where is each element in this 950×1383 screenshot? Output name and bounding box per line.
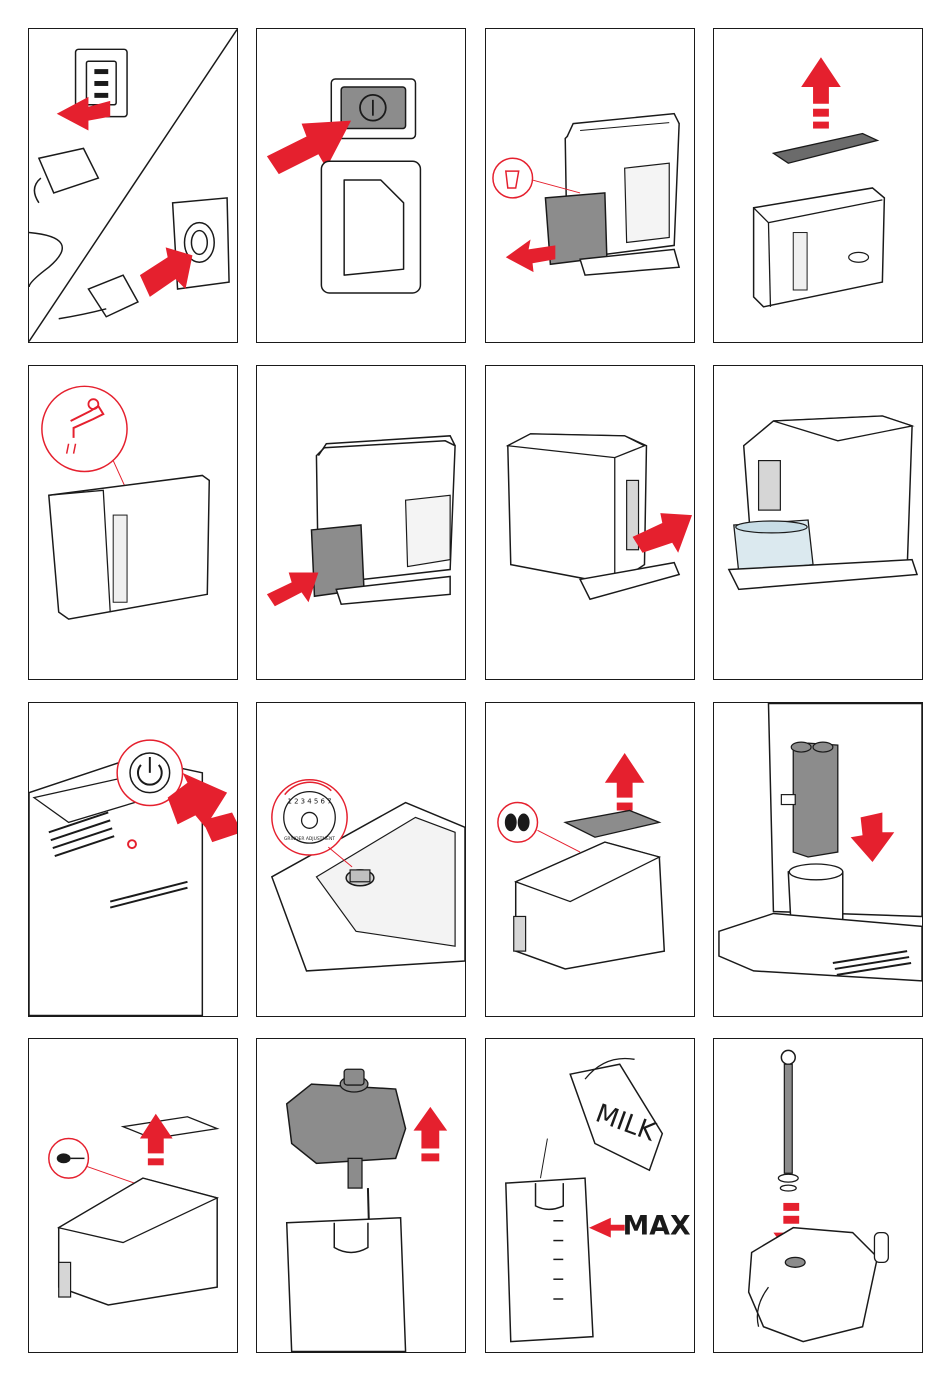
lower-coffee-spout-illustration [714, 703, 922, 1016]
step-7-panel [485, 365, 695, 680]
step-9-panel [28, 702, 238, 1017]
grinder-numbers-text: 1 2 3 4 5 6 7 [287, 798, 331, 806]
step-10-panel: 1 2 3 4 5 6 7 GRINDER ADJUSTMENT [256, 702, 466, 1017]
fill-water-tank-illustration [29, 366, 237, 679]
milk-tube-illustration [714, 1039, 922, 1352]
step-6-panel [256, 365, 466, 680]
remove-water-tank-illustration [486, 29, 694, 342]
grinder-adjustment-text: GRINDER ADJUSTMENT [284, 836, 335, 842]
step-12-panel [713, 702, 923, 1017]
pour-milk-illustration: MILK MAX [486, 1039, 694, 1352]
step-5-panel [28, 365, 238, 680]
fill-coffee-beans-illustration [486, 703, 694, 1016]
step-8-panel [713, 365, 923, 680]
ground-coffee-funnel-illustration [29, 1039, 237, 1352]
power-cord-illustration [29, 29, 237, 342]
max-label: MAX [623, 1211, 691, 1242]
step-3-panel [485, 28, 695, 343]
power-switch-illustration [257, 29, 465, 342]
remove-tank-lid-illustration [714, 29, 922, 342]
step-13-panel [28, 1038, 238, 1353]
step-1-panel [28, 28, 238, 343]
power-button-illustration [29, 703, 237, 1016]
step-4-panel [713, 28, 923, 343]
step-15-panel: MILK MAX [485, 1038, 695, 1353]
grinder-adjustment-illustration: 1 2 3 4 5 6 7 GRINDER ADJUSTMENT [257, 703, 465, 1016]
insert-spout-illustration [486, 366, 694, 679]
milk-container-lid-illustration [257, 1039, 465, 1352]
step-11-panel [485, 702, 695, 1017]
step-14-panel [256, 1038, 466, 1353]
step-16-panel [713, 1038, 923, 1353]
insert-water-tank-illustration [257, 366, 465, 679]
step-2-panel [256, 28, 466, 343]
container-under-spout-illustration [714, 366, 922, 679]
